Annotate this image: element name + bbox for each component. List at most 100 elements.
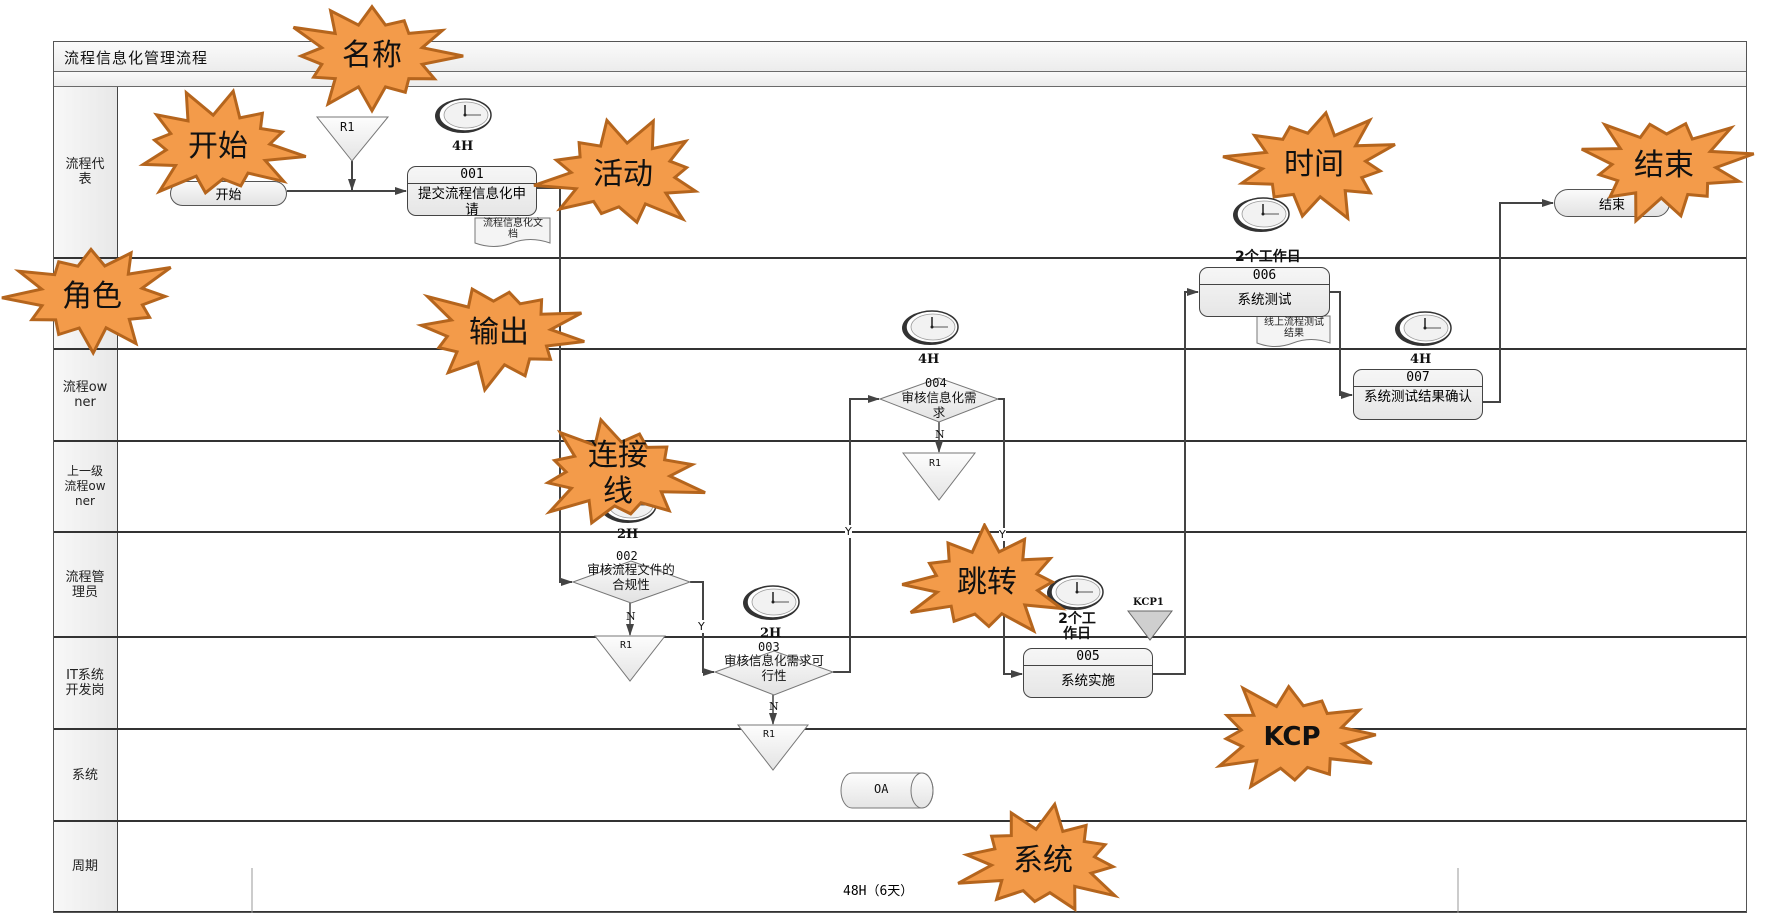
connector-005-006 [1153,288,1199,675]
cycle-duration: 48H（6天） [843,884,914,899]
connector-003-004 [833,395,880,673]
lane-role-label: 流程代表 [65,157,105,187]
diagram-frame [53,41,1747,913]
activity-name: 审核信息化需求 [901,390,977,420]
clock-icon [435,98,492,133]
callout-name: 名称 [277,0,467,116]
branch-label-yes: Y [999,528,1006,541]
lane-role-label: 周期 [71,859,98,874]
activity-id: 006 [1200,268,1329,285]
lane-process-rep: 流程代表 [53,87,1747,259]
decision-diamond-002 [571,560,692,604]
callout-text: 连接线 [588,438,648,509]
lane-parent-process-owner: 上一级流程owner [53,442,1747,533]
callout-activity: 活动 [528,115,718,235]
callout-connector: 连接线 [523,414,713,534]
kcp-triangle [1126,610,1174,641]
activity-name: 审核流程文件的合规性 [587,562,675,592]
output-document-shape [474,217,551,247]
callout-output: 输出 [404,273,594,393]
starburst-shape [901,523,1067,635]
starburst-shape [533,117,701,225]
activity-name: 系统实施 [1061,673,1115,689]
time-label-002: 2H [617,527,639,542]
callout-text: 开始 [188,129,248,164]
activity-id: 001 [408,167,536,184]
starburst-shape [1214,683,1377,790]
system-cylinder-oa [840,772,934,809]
output-document-shape [1256,315,1331,347]
clock-icon [743,585,800,620]
callout-kcp: KCP [1197,677,1387,797]
connector-006-007 [1330,291,1353,399]
jump-label: R1 [620,640,633,651]
callout-text: 输出 [469,315,529,350]
branch-label-yes: Y [698,620,705,633]
time-label-007: 4H [1410,352,1432,367]
starburst-shape [292,4,464,114]
branch-label-yes: Y [845,525,852,538]
kcp-label: KCP1 [1133,597,1164,608]
callout-text: 名称 [342,38,402,73]
start-label: 开始 [215,188,242,203]
lane-role-label: 流程管理员 [65,569,105,600]
branch-label-no: N [626,610,636,623]
callout-text: 时间 [1284,147,1344,182]
starburst-shape [415,286,585,393]
lane-role-label: 流程owner [62,380,108,410]
jump-triangle-r1 [901,452,977,501]
lane-role-label: 上一级流程owner [64,464,106,508]
diagram-title: 流程信息化管理流程 [64,49,209,67]
activity-box-007: 007 系统测试结果确认 [1353,369,1483,420]
starburst-shape [543,416,706,526]
callout-text: 活动 [593,157,653,192]
jump-label: R1 [763,729,776,740]
callout-text: KCP [1263,722,1321,752]
start-node: 开始 [170,181,287,206]
lane-system: 系统 [53,730,1747,822]
time-label-003: 2H [760,626,782,641]
system-label: OA [874,782,889,796]
activity-name: 提交流程信息化申请 [418,186,526,216]
callout-text: 跳转 [957,565,1017,600]
jump-label: R1 [340,120,355,134]
output-document-label: 线上流程测试结果 [1264,317,1324,339]
callout-end: 结束 [1569,106,1759,226]
decision-diamond-003 [713,650,835,696]
clock-icon [1233,197,1290,232]
activity-name: 系统测试结果确认 [1364,389,1472,405]
lane-role-label: IT系统开发岗 [65,668,105,698]
time-label-005: 2个工作日 [1058,611,1096,642]
jump-triangle-r1 [315,116,390,162]
activity-name: 审核信息化需求可行性 [724,653,825,683]
output-document-label: 流程信息化文档 [483,218,543,240]
starburst-shape [957,801,1120,913]
activity-box-001: 001 提交流程信息化申请 [407,166,537,216]
end-label: 结束 [1598,197,1625,213]
activity-name: 系统测试 [1237,292,1292,308]
clock-icon [1047,575,1104,610]
callout-jump: 跳转 [892,523,1082,643]
connector-007-end [1483,199,1554,403]
lane-role-label: 系统 [71,767,98,783]
callout-text: 角色 [62,279,122,314]
branch-label-no: N [935,428,945,441]
callout-system: 系统 [948,801,1138,921]
starburst-shape [1222,109,1396,222]
callout-role: 角色 [0,237,187,357]
starburst-shape [1,247,172,357]
callout-start: 开始 [123,87,313,207]
callout-text: 系统 [1013,843,1073,878]
time-label-001: 4H [452,139,474,154]
callout-time: 时间 [1219,105,1409,225]
lane-it-developer: IT系统开发岗 [53,638,1747,730]
activity-box-006: 006 系统测试 [1199,267,1330,317]
activity-id: 007 [1354,370,1482,387]
activity-id: 004 [925,376,947,390]
jump-label: R1 [929,458,942,469]
activity-id: 002 [616,549,638,563]
activity-id: 005 [1024,649,1152,666]
lane-process-owner: 流程owner [53,350,1747,442]
clock-icon [902,310,959,345]
